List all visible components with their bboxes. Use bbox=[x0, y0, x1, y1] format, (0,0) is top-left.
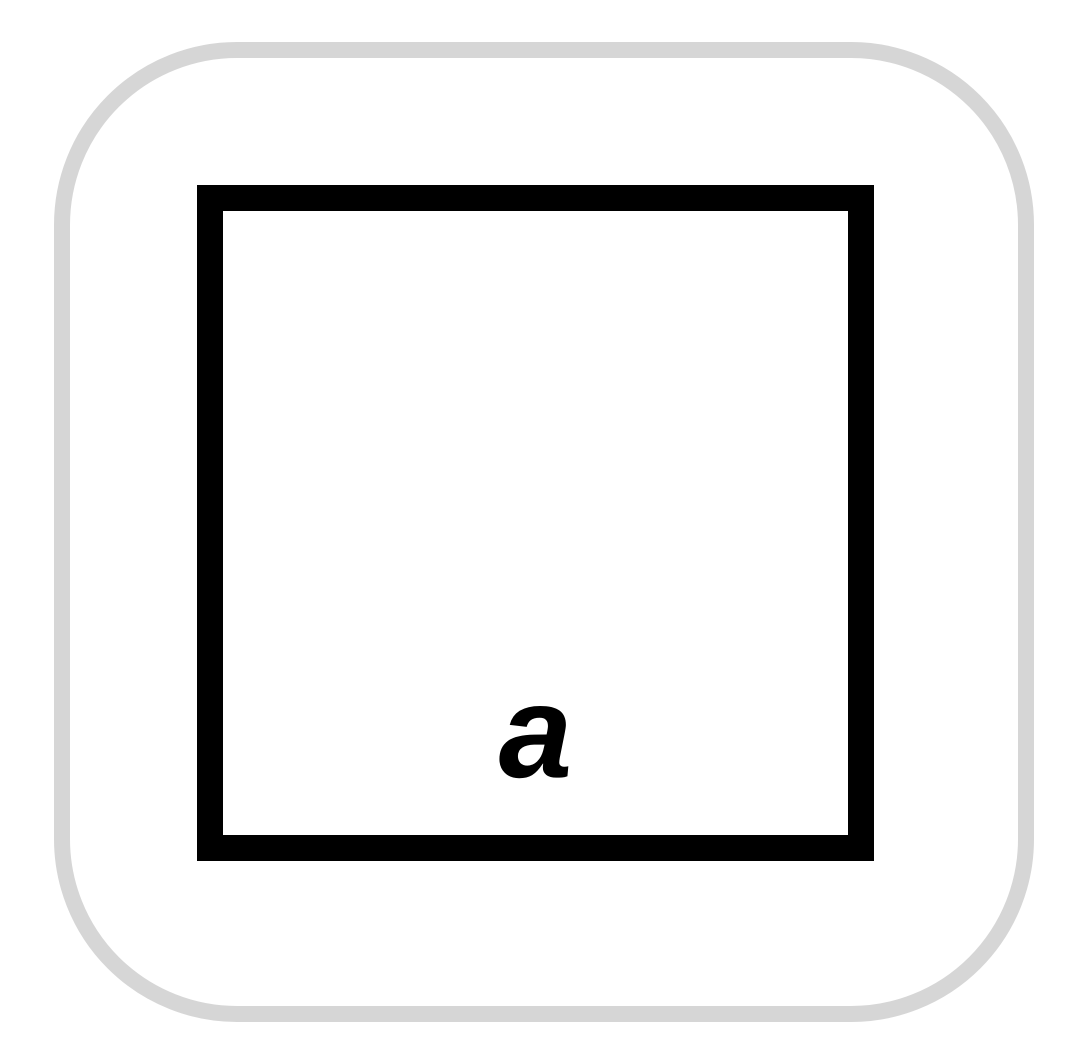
font-style-icon: a bbox=[197, 185, 874, 861]
letter-a-glyph: a bbox=[498, 658, 573, 805]
